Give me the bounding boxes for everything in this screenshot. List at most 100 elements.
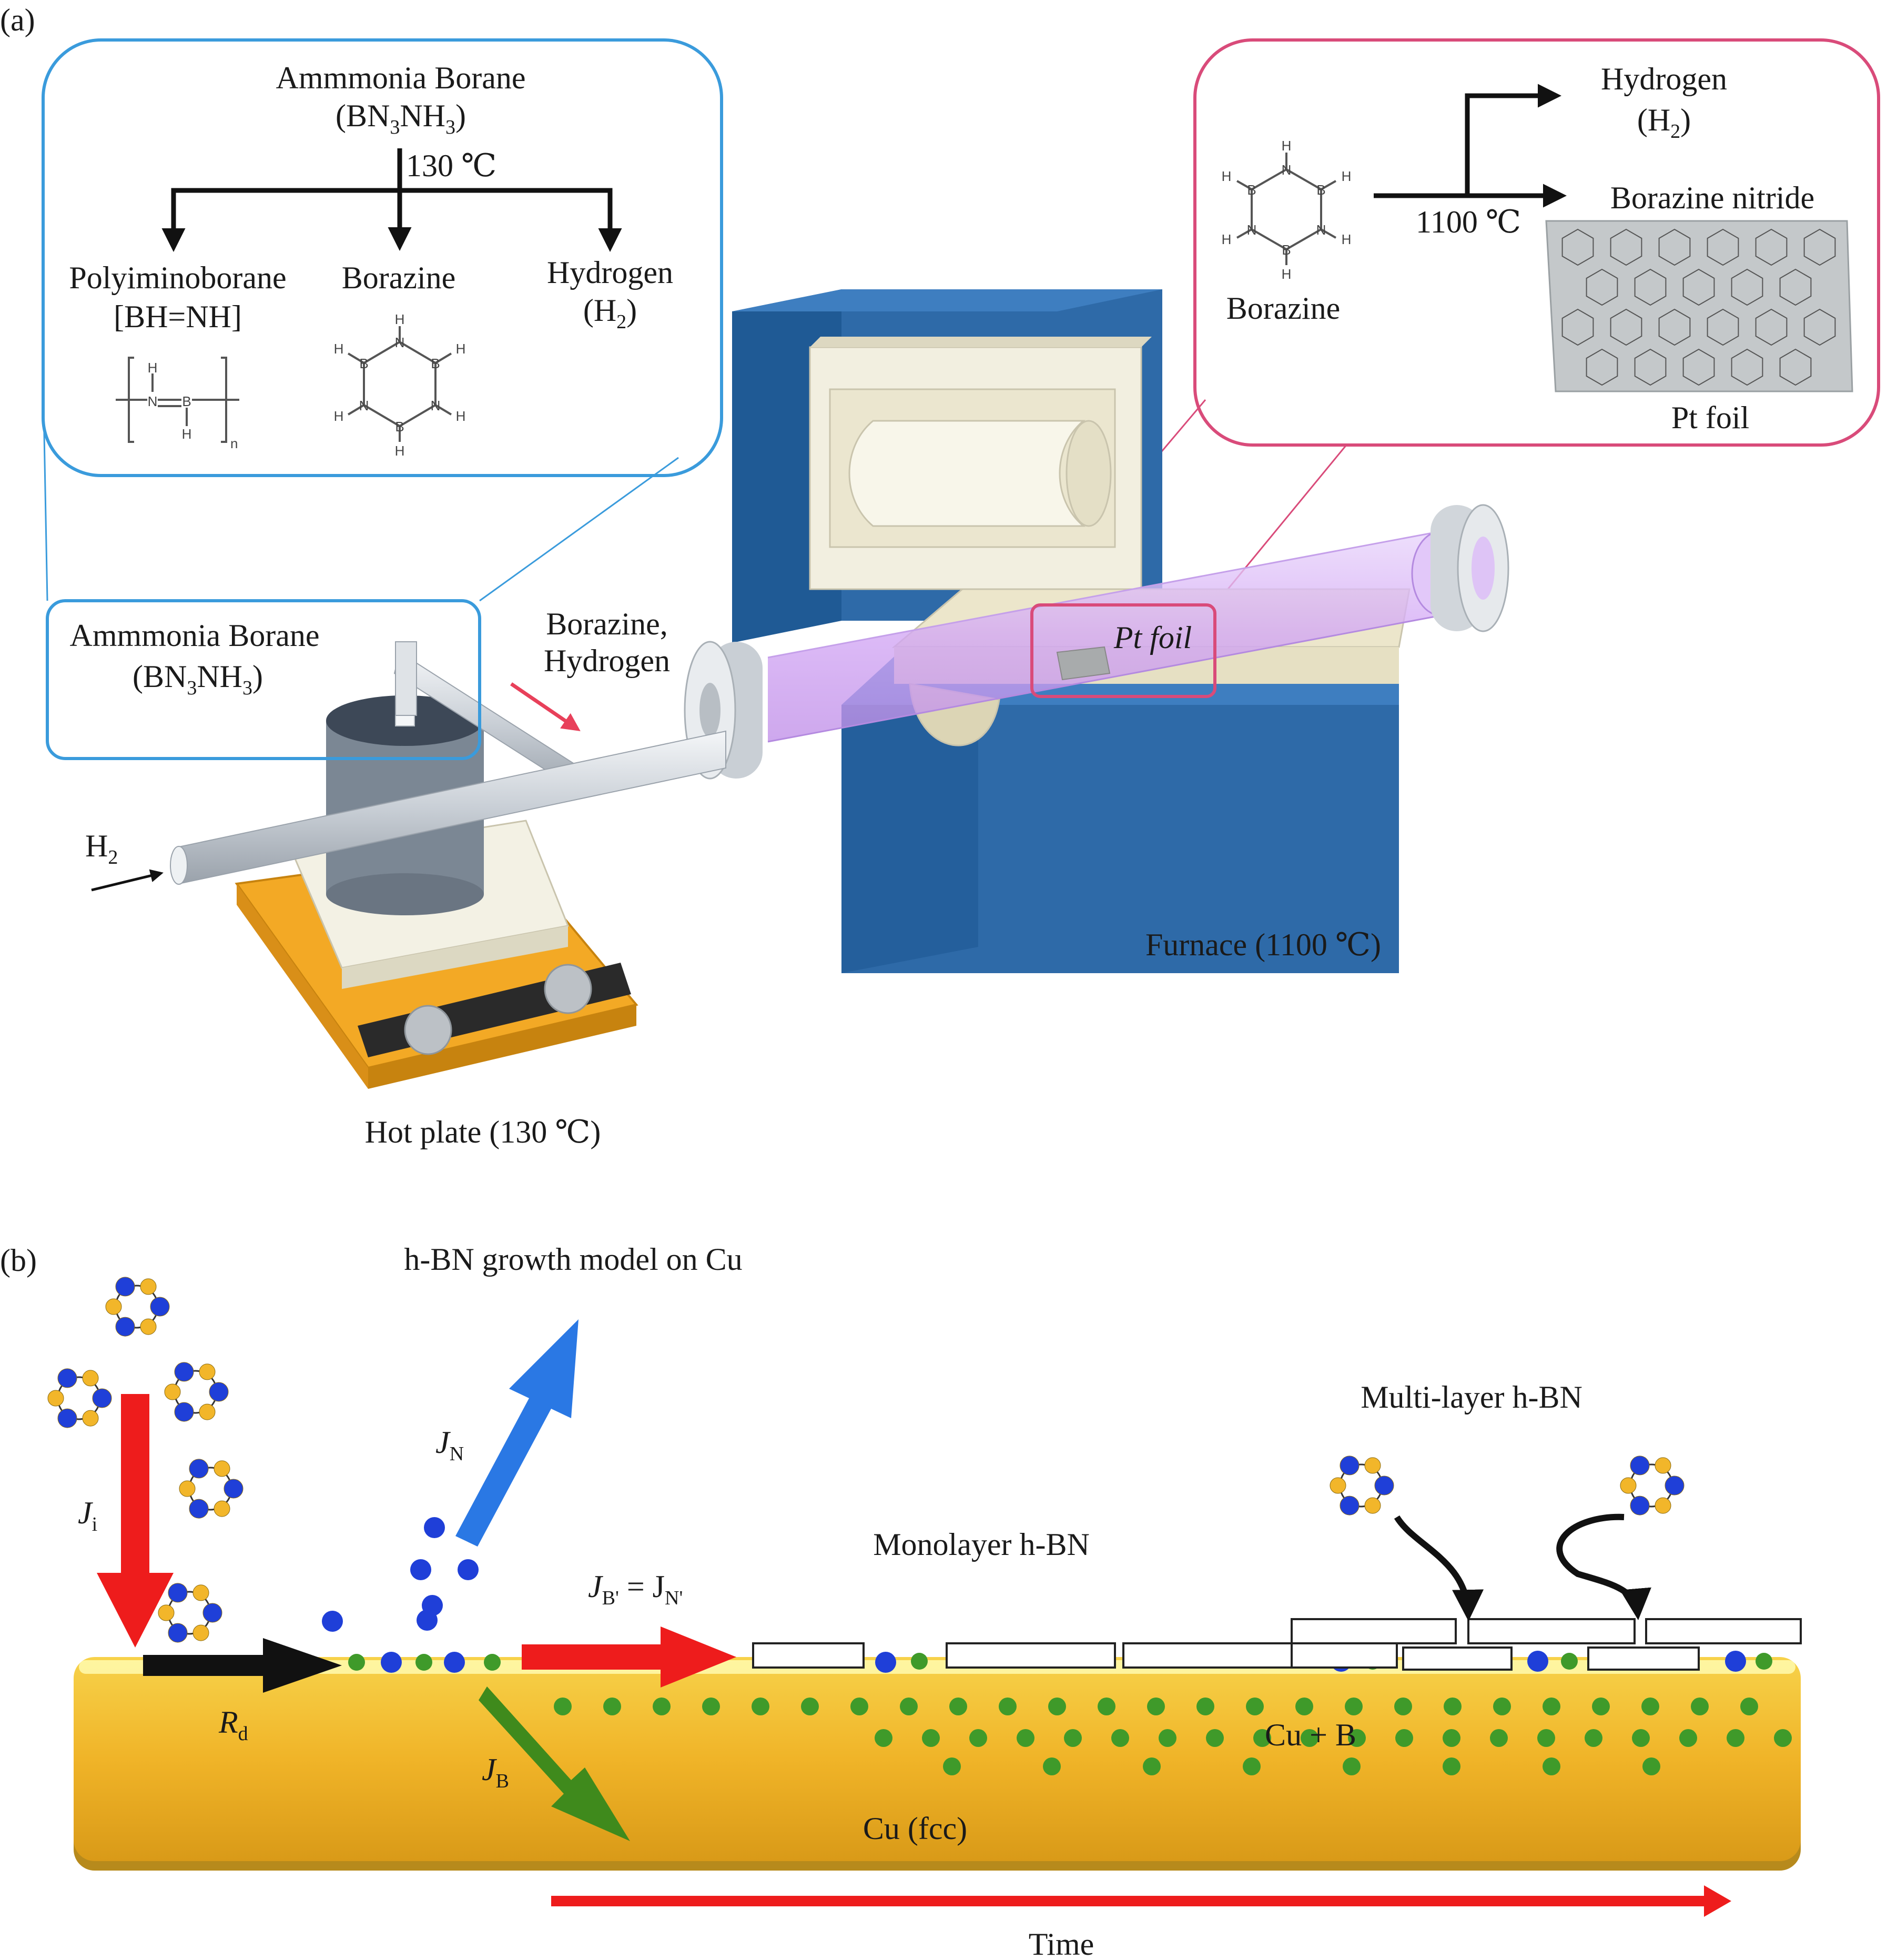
left-callout-box bbox=[42, 38, 723, 477]
boron-atom bbox=[1641, 1698, 1659, 1715]
pt-foil-label: Pt foil bbox=[1113, 620, 1192, 655]
dissolved-boron-atoms bbox=[554, 1698, 1792, 1775]
hbn-lattice-hexagon bbox=[1731, 348, 1763, 386]
boron-atom bbox=[1740, 1698, 1758, 1715]
furnace-label: Furnace (1100 ℃) bbox=[1145, 927, 1381, 962]
boron-atom bbox=[603, 1698, 621, 1715]
boron-atom bbox=[1253, 1729, 1271, 1747]
borazine-molecule bbox=[47, 1368, 112, 1428]
svg-text:B: B bbox=[395, 419, 404, 435]
source-callout-box bbox=[46, 599, 481, 760]
borazine-ring-left-atoms: N B N B N B H H H H H H bbox=[334, 311, 466, 459]
svg-text:H: H bbox=[456, 408, 466, 424]
flow-label-line1: Borazine, bbox=[546, 607, 668, 641]
hbn-multilayer-flakes bbox=[1291, 1618, 1802, 1671]
svg-text:N: N bbox=[1247, 222, 1257, 238]
svg-text:N: N bbox=[1316, 222, 1326, 238]
boron-atom bbox=[949, 1698, 967, 1715]
boron-atom bbox=[1043, 1757, 1061, 1775]
polyiminoborane-structure bbox=[116, 357, 239, 443]
polymer-subscript-n: n bbox=[230, 436, 238, 451]
nitrogen-flux-arrow bbox=[455, 1319, 579, 1547]
pt-foil-highlight-box bbox=[1030, 603, 1216, 698]
svg-text:H: H bbox=[456, 341, 466, 357]
polymer-atom-b: B bbox=[182, 393, 191, 409]
boron-atom bbox=[1444, 1698, 1462, 1715]
boron-atom bbox=[1443, 1729, 1460, 1747]
lateral-flux-label: JB' = JN' bbox=[588, 1569, 683, 1609]
svg-text:N: N bbox=[431, 398, 441, 413]
hbn-lattice-hexagon bbox=[1707, 308, 1739, 346]
boron-atom bbox=[1395, 1729, 1413, 1747]
boron-atom bbox=[554, 1698, 572, 1715]
boron-atom bbox=[999, 1698, 1017, 1715]
borazine-ring-right bbox=[1236, 153, 1336, 265]
gas-pipes bbox=[170, 641, 726, 885]
hbn-lattice-hexagon bbox=[1610, 308, 1642, 346]
boron-atom bbox=[1064, 1729, 1082, 1747]
hbn-lattice-hexagon bbox=[1779, 348, 1812, 386]
hbn-lattice-hexagon bbox=[1682, 348, 1715, 386]
boron-atom bbox=[1490, 1729, 1508, 1747]
boron-atom bbox=[1537, 1729, 1555, 1747]
left-reaction-temp: 130 ℃ bbox=[406, 148, 496, 183]
cu-b-label: Cu + B bbox=[1265, 1717, 1356, 1752]
boron-atom bbox=[1206, 1729, 1224, 1747]
boron-atom bbox=[943, 1757, 961, 1775]
nitrogen-flux-label: JN bbox=[435, 1425, 464, 1465]
boron-atom bbox=[1345, 1698, 1363, 1715]
surface-atoms bbox=[348, 1651, 1772, 1673]
panel-b-title: h-BN growth model on Cu bbox=[404, 1242, 742, 1277]
pt-foil-callout-label: Pt foil bbox=[1671, 400, 1749, 435]
desorbing-nitrogen-atoms bbox=[322, 1517, 479, 1632]
deposition-rate-arrow bbox=[143, 1638, 342, 1693]
svg-text:H: H bbox=[1282, 138, 1292, 154]
boron-atom bbox=[1301, 1729, 1318, 1747]
adsorption-arrow-2 bbox=[1556, 1513, 1651, 1620]
boron-atom bbox=[1394, 1698, 1412, 1715]
svg-text:H: H bbox=[334, 341, 344, 357]
hbn-lattice-hexagon bbox=[1658, 308, 1691, 346]
boron-atom bbox=[1243, 1757, 1261, 1775]
borazine-molecule bbox=[1330, 1456, 1394, 1516]
hbn-lattice-hexagon bbox=[1561, 228, 1594, 266]
svg-text:H: H bbox=[395, 311, 405, 327]
boron-flux-arrow bbox=[479, 1686, 630, 1841]
svg-text:H: H bbox=[1342, 231, 1352, 247]
boron-atom bbox=[1196, 1698, 1214, 1715]
boron-atom bbox=[1048, 1698, 1066, 1715]
boron-atom bbox=[900, 1698, 918, 1715]
lateral-flux-arrow bbox=[522, 1626, 736, 1688]
boron-atom bbox=[1017, 1729, 1034, 1747]
hbn-lattice-hexagon bbox=[1586, 268, 1618, 306]
right-reaction-temp: 1100 ℃ bbox=[1416, 205, 1521, 239]
tube-flange-left bbox=[684, 641, 763, 780]
svg-text:N: N bbox=[1282, 162, 1292, 178]
hbn-lattice-hexagon bbox=[1803, 308, 1836, 346]
boron-atom bbox=[1543, 1698, 1560, 1715]
borazine-molecule bbox=[158, 1583, 222, 1643]
svg-text:H: H bbox=[1282, 266, 1292, 282]
boron-atom bbox=[1246, 1698, 1264, 1715]
boron-atom bbox=[801, 1698, 819, 1715]
pt-foil-sheet bbox=[1545, 220, 1853, 392]
boron-atom bbox=[752, 1698, 769, 1715]
boron-atom bbox=[1295, 1698, 1313, 1715]
borazine-molecule bbox=[105, 1277, 170, 1337]
incident-flux-arrow bbox=[97, 1394, 174, 1648]
boron-atom bbox=[653, 1698, 671, 1715]
boron-atom bbox=[1348, 1729, 1366, 1747]
borazine-ring-right-atoms: N B N B N B H H H H H H bbox=[1222, 138, 1352, 282]
polymer-atom-n: N bbox=[148, 393, 158, 409]
boron-atom bbox=[969, 1729, 987, 1747]
svg-text:H: H bbox=[1342, 168, 1352, 184]
polyiminoborane-label: Polyiminoborane bbox=[69, 260, 286, 295]
boron-atom bbox=[1592, 1698, 1610, 1715]
svg-text:H: H bbox=[334, 408, 344, 424]
left-callout-connector-1 bbox=[42, 378, 48, 601]
boron-atom bbox=[1443, 1757, 1460, 1775]
tube-flange-right bbox=[1431, 504, 1509, 632]
flow-label-line2: Hydrogen bbox=[544, 643, 670, 678]
monolayer-label: Monolayer h-BN bbox=[873, 1527, 1090, 1562]
